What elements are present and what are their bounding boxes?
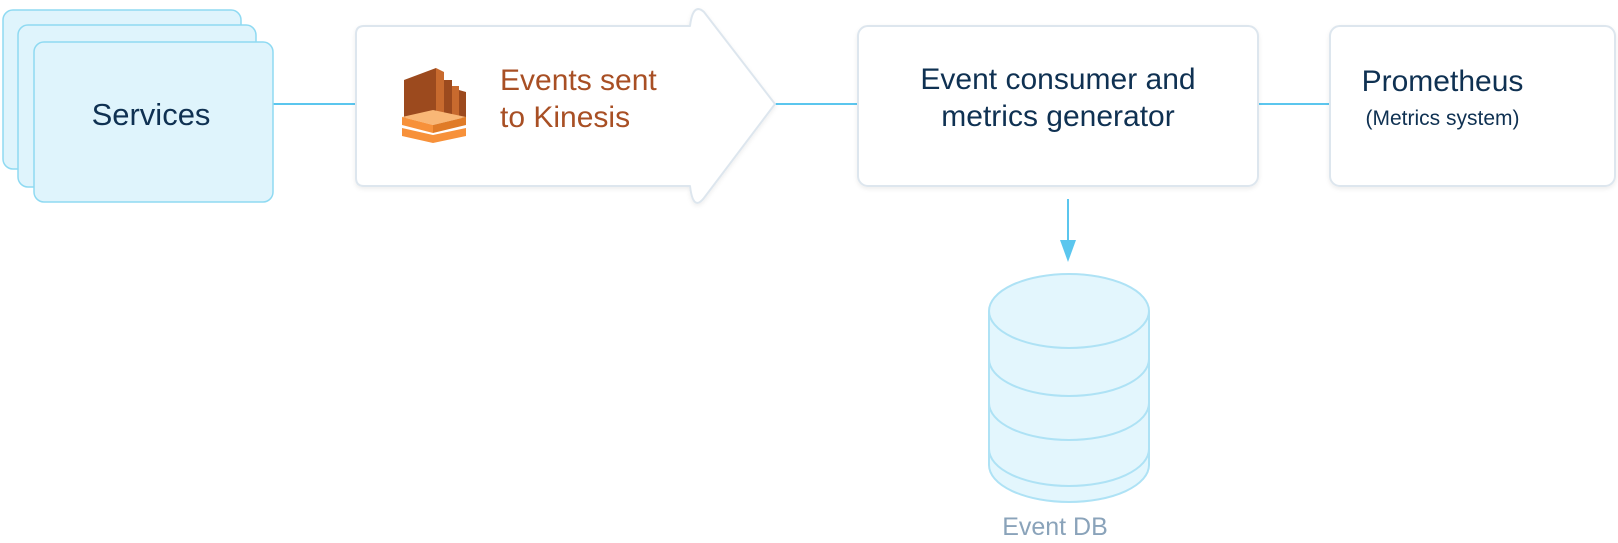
aws-kinesis-icon bbox=[402, 68, 466, 143]
services-node bbox=[2, 9, 274, 203]
consumer-label: Event consumer and metrics generator bbox=[858, 62, 1258, 135]
prometheus-subtitle: (Metrics system) bbox=[1365, 107, 1520, 130]
consumer-label-line-1: Event consumer and bbox=[920, 63, 1196, 96]
prometheus-box bbox=[1329, 25, 1616, 187]
kinesis-label-line-2: to Kinesis bbox=[500, 100, 631, 134]
kinesis-label: Events sent to Kinesis bbox=[500, 63, 720, 136]
services-card-front bbox=[33, 41, 274, 203]
consumer-label-line-2: metrics generator bbox=[941, 99, 1175, 133]
event-db-label: Event DB bbox=[1002, 513, 1108, 541]
connectors bbox=[273, 103, 1330, 262]
kinesis-arrow-box bbox=[355, 8, 776, 204]
arrowhead-down-icon bbox=[1060, 240, 1076, 262]
database-cylinder-icon bbox=[988, 273, 1150, 503]
services-label: Services bbox=[91, 97, 211, 132]
kinesis-label-line-1: Events sent bbox=[500, 64, 657, 97]
prometheus-title: Prometheus bbox=[1361, 65, 1524, 98]
consumer-box bbox=[857, 25, 1259, 187]
